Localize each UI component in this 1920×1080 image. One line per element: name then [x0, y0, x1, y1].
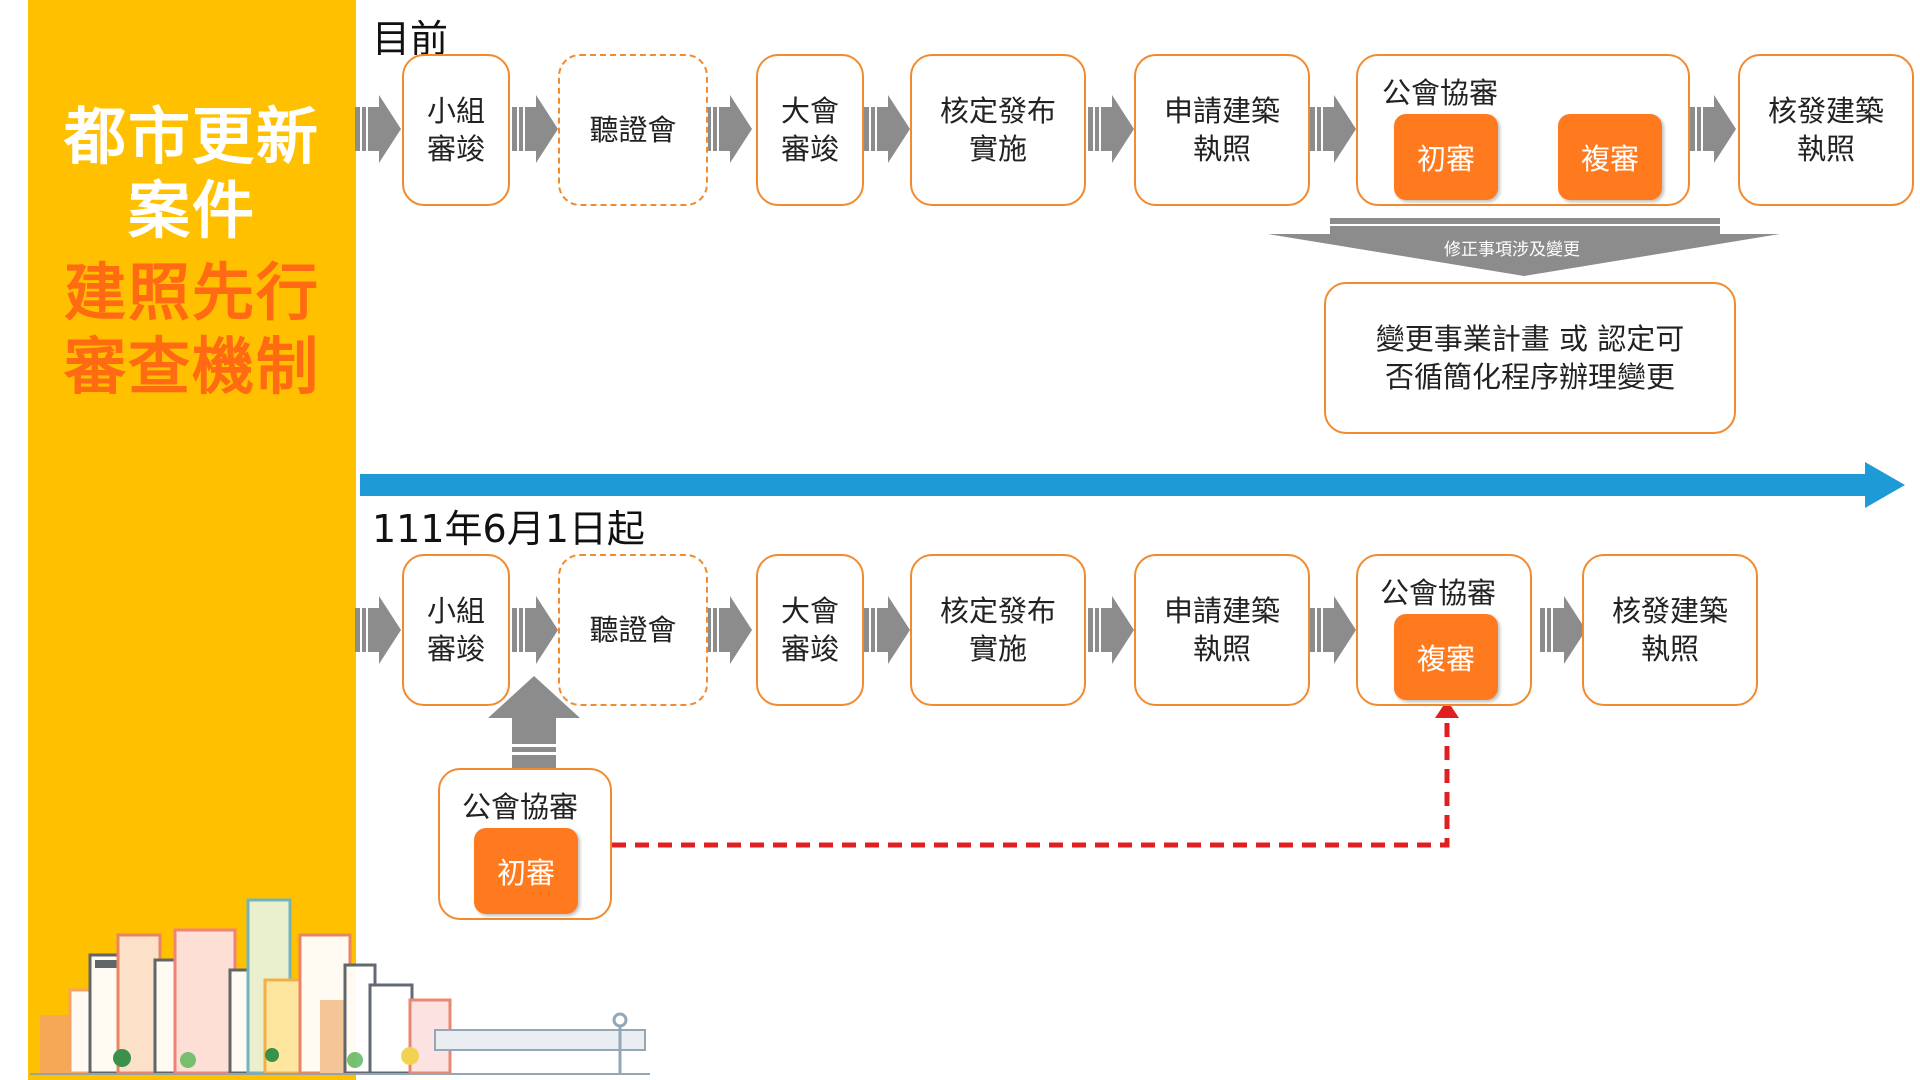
flow-arrow — [1088, 95, 1134, 163]
flow-arrow — [355, 95, 401, 163]
step-group-approval: 小組 審竣 — [402, 54, 510, 206]
step-label: 大會 審竣 — [780, 94, 839, 166]
second-review-pill: 複審 — [1558, 114, 1662, 200]
step-assembly-approval: 大會 審竣 — [756, 554, 864, 706]
flow-arrow — [706, 596, 752, 664]
step-hearing: 聽證會 — [558, 54, 708, 206]
flow-arrow — [864, 95, 910, 163]
step-announce: 核定發布 實施 — [910, 554, 1086, 706]
step-association-review: 公會協審 複審 — [1356, 554, 1532, 706]
flow-arrow — [706, 95, 752, 163]
current-section-label: 目前 — [372, 17, 449, 61]
sidebar-title-line: 案件 — [127, 174, 256, 247]
step-label: 聽證會 — [589, 113, 677, 147]
step-label: 申請建築 執照 — [1163, 94, 1280, 166]
flow-arrow — [1540, 596, 1586, 664]
timeline-arrow — [360, 462, 1905, 508]
revision-arrow-label: 修正事項涉及變更 — [1444, 240, 1580, 260]
flow-arrow — [1088, 596, 1134, 664]
step-label: 核定發布 實施 — [939, 94, 1056, 166]
sidebar-title-line: 建照先行 — [63, 256, 320, 329]
flow-arrow — [512, 596, 558, 664]
flow-arrow — [1310, 95, 1356, 163]
flow-arrow — [512, 95, 558, 163]
sidebar-title-orange: 建照先行 審查機制 — [28, 256, 356, 404]
pre-review-title: 公會協審 — [462, 790, 579, 824]
second-review-pill: 複審 — [1394, 614, 1498, 700]
flow-arrow — [1690, 95, 1736, 163]
association-review-title: 公會協審 — [1382, 76, 1499, 110]
step-apply-permit: 申請建築 執照 — [1134, 54, 1310, 206]
pre-review-box: 公會協審 初審 — [438, 768, 612, 920]
pre-review-link — [612, 712, 1450, 848]
step-label: 小組 審竣 — [426, 94, 485, 166]
city-skyline-illustration — [30, 898, 650, 1075]
step-label: 聽證會 — [589, 613, 677, 647]
flow-arrow — [1310, 596, 1356, 664]
flow-arrow — [864, 596, 910, 664]
initial-review-pill: 初審 — [474, 828, 578, 914]
sidebar-title-line: 都市更新 — [63, 100, 320, 173]
up-arrow — [488, 676, 580, 768]
step-announce: 核定發布 實施 — [910, 54, 1086, 206]
sidebar-panel: 都市更新 案件 建照先行 審查機制 — [28, 0, 356, 1080]
initial-review-pill: 初審 — [1394, 114, 1498, 200]
sidebar-title-line: 審查機制 — [63, 330, 320, 403]
sidebar-title-white: 都市更新 案件 — [28, 100, 356, 248]
association-review-title: 公會協審 — [1380, 576, 1497, 610]
step-group-approval: 小組 審竣 — [402, 554, 510, 706]
step-assembly-approval: 大會 審竣 — [756, 54, 864, 206]
step-label: 核發建築 執照 — [1611, 594, 1728, 666]
step-label: 申請建築 執照 — [1163, 594, 1280, 666]
step-apply-permit: 申請建築 執照 — [1134, 554, 1310, 706]
step-association-review: 公會協審 初審 複審 — [1356, 54, 1690, 206]
new-section-label: 111年6月1日起 — [372, 507, 645, 551]
step-label: 核發建築 執照 — [1767, 94, 1884, 166]
step-label: 小組 審竣 — [426, 594, 485, 666]
step-hearing: 聽證會 — [558, 554, 708, 706]
flow-arrow — [355, 596, 401, 664]
revision-box: 變更事業計畫 或 認定可 否循簡化程序辦理變更 — [1324, 282, 1736, 434]
revision-down-arrow — [1268, 218, 1780, 276]
step-label: 核定發布 實施 — [939, 594, 1056, 666]
revision-box-text: 變更事業計畫 或 認定可 否循簡化程序辦理變更 — [1375, 322, 1685, 394]
step-issue-permit: 核發建築 執照 — [1738, 54, 1914, 206]
step-issue-permit: 核發建築 執照 — [1582, 554, 1758, 706]
step-label: 大會 審竣 — [780, 594, 839, 666]
